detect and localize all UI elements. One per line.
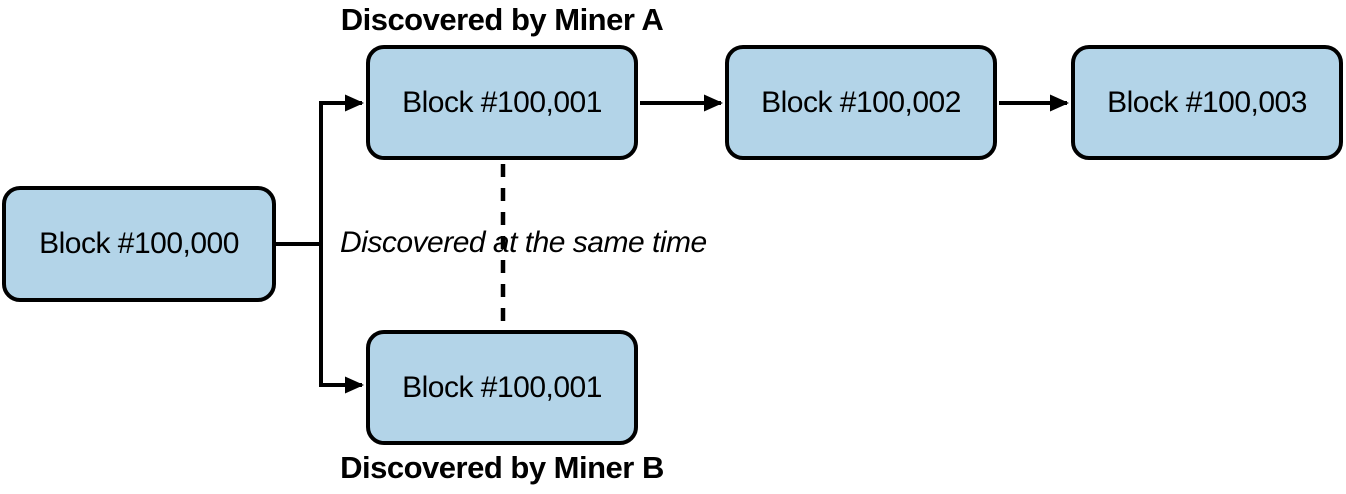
block-100002: Block #100,002 xyxy=(725,45,997,160)
label-discovered-at-same-time: Discovered at the same time xyxy=(340,226,707,259)
block-100001-miner-b: Block #100,001 xyxy=(366,330,638,445)
label-discovered-by-miner-a: Discovered by Miner A xyxy=(340,2,664,37)
label-discovered-by-miner-b: Discovered by Miner B xyxy=(340,450,664,485)
block-100000: Block #100,000 xyxy=(2,186,276,302)
block-100001-miner-a: Block #100,001 xyxy=(366,45,638,160)
block-100003: Block #100,003 xyxy=(1071,45,1343,160)
